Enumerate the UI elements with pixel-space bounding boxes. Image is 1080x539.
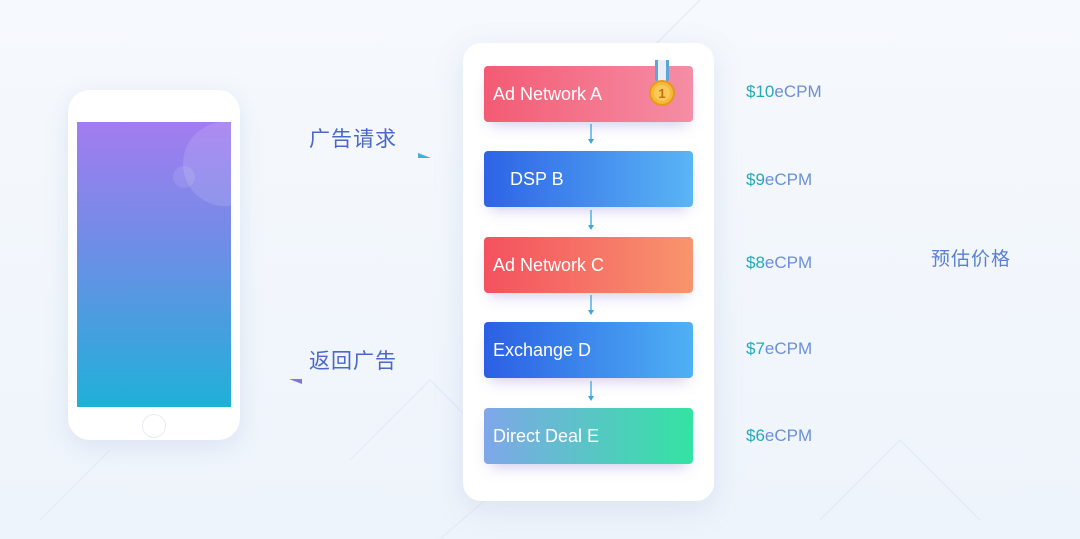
node-label: Ad Network C — [493, 254, 605, 275]
price-unit: eCPM — [764, 170, 813, 189]
node-label: Exchange D — [493, 339, 592, 360]
price-unit: eCPM — [764, 339, 813, 358]
price-unit: eCPM — [764, 253, 813, 272]
waterfall-node-exchange-d: Exchange D — [484, 322, 693, 378]
price-exchange-d: $7eCPM — [746, 339, 812, 359]
price-unit: eCPM — [764, 426, 813, 445]
price-amount: $6 — [746, 426, 765, 445]
waterfall-node-ad-network-c: Ad Network C — [484, 237, 693, 293]
node-label: Ad Network A — [493, 83, 603, 104]
price-amount: $9 — [746, 170, 765, 189]
price-ad-network-a: $10eCPM — [746, 82, 822, 102]
down-arrow-connector — [588, 210, 594, 230]
price-ad-network-c: $8eCPM — [746, 253, 812, 273]
ad-request-label: 广告请求 — [309, 127, 397, 151]
ad-return-arrow — [289, 378, 434, 384]
estimated-price-label: 预估价格 — [931, 248, 1012, 270]
waterfall-node-direct-deal-e: Direct Deal E — [484, 408, 693, 464]
node-label: DSP B — [510, 168, 564, 189]
down-arrow-connector — [588, 381, 594, 401]
medal-rank: 1 — [658, 86, 665, 101]
node-label: Direct Deal E — [493, 425, 600, 446]
smartphone — [68, 90, 240, 440]
waterfall-node-dsp-b: DSP B — [484, 151, 693, 207]
screen-decoration-small — [173, 166, 195, 188]
price-amount: $7 — [746, 339, 765, 358]
phone-screen — [77, 122, 231, 407]
screen-decoration — [183, 122, 231, 206]
price-dsp-b: $9eCPM — [746, 170, 812, 190]
home-button — [142, 414, 166, 438]
down-arrow-connector — [588, 295, 594, 315]
first-place-medal-icon: 1 — [649, 60, 675, 106]
price-amount: $8 — [746, 253, 765, 272]
down-arrow-connector — [588, 124, 594, 144]
price-amount: $10 — [746, 82, 775, 101]
estimated-price-bracket — [872, 89, 908, 435]
price-direct-deal-e: $6eCPM — [746, 426, 812, 446]
ad-return-label: 返回广告 — [309, 349, 397, 373]
ad-request-arrow — [286, 153, 431, 159]
price-unit: eCPM — [774, 82, 822, 101]
